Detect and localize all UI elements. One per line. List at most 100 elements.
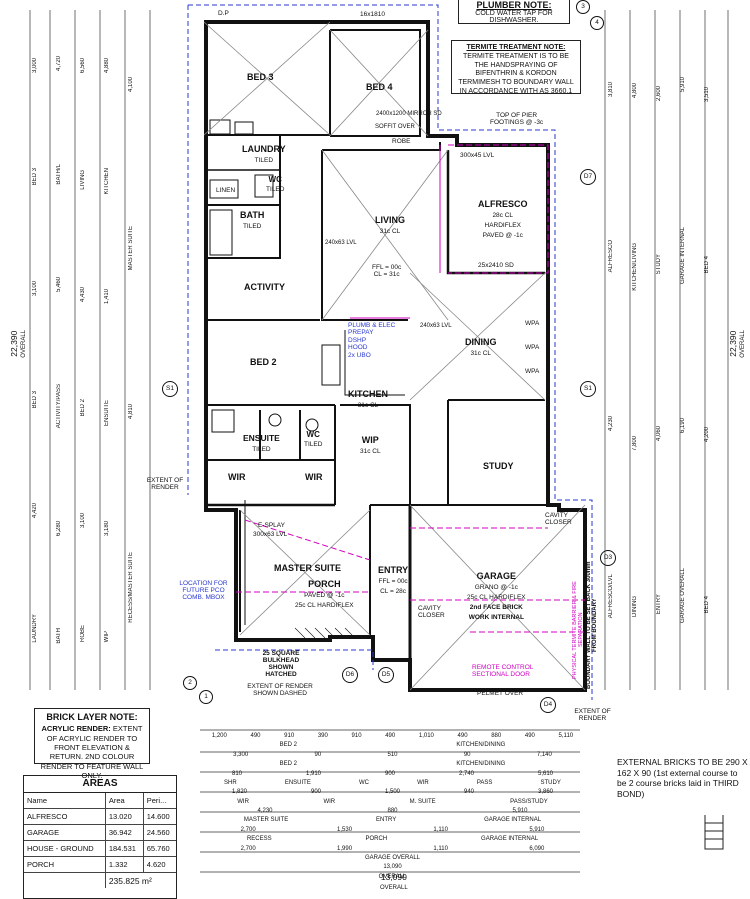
marker-1: 1 [199,690,213,704]
dimension-value: 1,200 [211,733,227,739]
dimension-value: RECESS [246,836,272,843]
marker-d5: D5 [378,667,394,683]
dimension-value: KITCHEN/DINING [456,761,506,768]
dimension-value: 5,610 [537,770,553,777]
label-sd-25x2410: 25x2410 SD [478,262,514,269]
dimension-value: 4,420 [32,503,38,519]
room-bed-4: BED 4 [366,82,393,92]
brick-detail-sketch [704,815,724,850]
dimension-value: LAUNDRY [32,613,38,643]
room-living-name: LIVING [375,215,406,225]
dimension-value: 4,230 [257,808,273,814]
dimension-value: 2,700 [240,826,256,833]
dimension-value: 13,090 [383,864,402,871]
areas-header-perimeter: Peri... [143,793,176,809]
room-study: STUDY [483,461,514,471]
dimension-value: STUDY [540,779,561,786]
brick-note-bold: ACRYLIC RENDER: [41,724,111,734]
dimension-value: PASS [476,779,493,786]
dimension-value: 4,720 [56,56,62,72]
dimension-value: 880 [491,733,502,739]
label-extent-render-dashed: EXTENT OF RENDER SHOWN DASHED [247,683,313,698]
dimension-value: GARAGE INTERNAL [680,226,686,284]
dimension-value: ALFRESCO/LVL [608,574,614,619]
dimension-value: 5,910 [512,808,528,814]
termite-note: TERMITE TREATMENT NOTE: TERMITE TREATMEN… [451,40,581,95]
label-boundary: BOUNDARY WALL TO BE SET BACK 300mm FROM … [586,561,598,689]
label-robe: ROBE [392,138,411,145]
plumber-note-text: COLD WATER TAP FOR DISHWASHER. [475,10,553,24]
dimension-value: 2,740 [458,770,474,777]
marker-d6: D6 [342,667,358,683]
dimension-row: GARAGE OVERALL [200,855,585,861]
dimension-value: 90 [314,751,322,758]
dimension-value: 4,200 [704,426,710,442]
area-row-area: 36.942 [105,824,144,841]
dimension-value: 810 [231,770,242,777]
label-ext-render-right: EXTENT OF RENDER [574,708,611,723]
dimension-value: 5,910 [529,826,545,833]
room-wip-name: WIP [361,435,379,445]
dimension-value: 880 [387,808,398,814]
termite-note-text: TERMITE TREATMENT IS TO BE THE HANDSPRAY… [458,52,574,95]
room-activity: ACTIVITY [244,282,286,292]
label-sd-16x1810: 16x1810 [360,11,385,18]
room-wir-left: WIR [228,472,246,482]
dimension-value: LIVING [80,170,86,190]
dimension-value: 5,110 [558,733,574,739]
dimension-value: 6,190 [680,418,686,434]
dimension-value: 4,100 [128,76,134,92]
table-row: PORCH 1.332 4.620 [24,856,176,873]
room-wc-lower-sub: TILED [304,441,323,448]
dimension-value: 1,910 [305,770,321,777]
room-garage-sub2: 25c CL HARDIFLEX [467,593,526,601]
room-porch-sub2: 25c CL HARDIFLEX [295,601,354,609]
dimension-value: PORCH [365,836,388,843]
dimension-value: WIP [104,631,110,643]
room-wip-sub: 31c CL [360,448,381,455]
room-master-suite: MASTER SUITE [274,563,342,573]
dimension-value: ENSUITE [104,399,110,426]
dimension-value: 910 [284,733,295,739]
label-240x63-lvl-2: 240x63 LVL [420,323,452,329]
dimension-value: ROBE [80,624,86,642]
room-wc-upper-sub: TILED [266,186,285,193]
label-soffit: SOFFIT OVER [375,124,415,130]
dimension-value: SHR [224,779,237,786]
label-pelmet: PELMET OVER [477,690,524,697]
dimension-value: 3,100 [32,280,38,296]
dimension-value: 3,000 [32,57,38,73]
dimension-value: STUDY [656,253,662,274]
dimension-value: 900 [310,789,321,796]
dimension-value: M. SUITE [409,798,436,805]
table-row: HOUSE - GROUND 184.531 65.760 [24,840,176,857]
label-physical-termite: PHYSICAL TERMITE BARRIER & FIRE SEPARATI… [572,581,584,679]
dimension-value: 7,140 [536,751,552,758]
dimension-value: 4,800 [632,82,638,98]
dimension-value: 490 [250,733,261,739]
dimension-value: BATH/L [56,163,62,185]
room-garage-sub: GRANO @ -1c [474,583,518,591]
room-alfresco-sub: 28c CL [492,211,514,219]
dimension-value: 490 [457,733,468,739]
room-bath-name: BATH [240,210,265,220]
marker-s1-right: S1 [580,381,596,397]
area-row-perimeter: 4.620 [143,856,176,873]
dimension-value: GARAGE INTERNAL [484,817,542,824]
area-row-perimeter: 14.600 [143,808,176,825]
plumber-note-title: PLUMBER NOTE: [476,0,552,10]
